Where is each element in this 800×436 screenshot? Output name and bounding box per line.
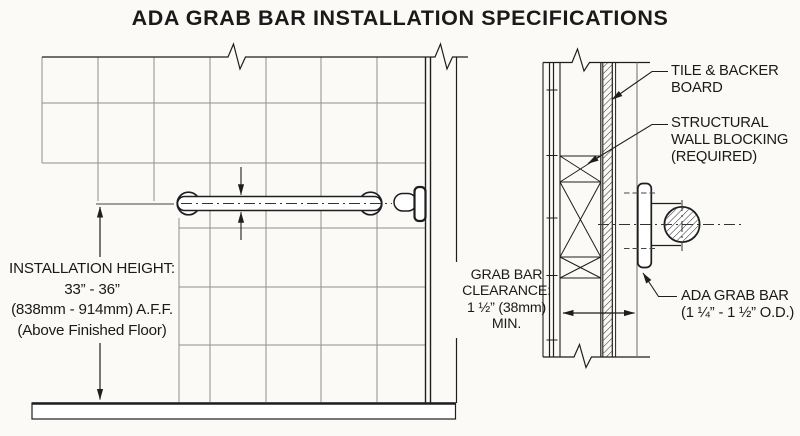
section-view bbox=[542, 47, 741, 370]
page-title: ADA GRAB BAR INSTALLATION SPECIFICATIONS bbox=[131, 6, 669, 30]
floor-slab bbox=[31, 402, 457, 420]
leader-grab-bar bbox=[642, 272, 677, 298]
clearance-label-line3: 1 ½” (38mm) bbox=[467, 299, 546, 316]
tile-label-line1: TILE & BACKER bbox=[671, 63, 779, 79]
grab-bar-clearance-label: GRAB BAR CLEARANCE: 1 ½” (38mm) MIN. bbox=[444, 267, 569, 333]
height-dimension bbox=[96, 203, 174, 400]
grab-bar-front bbox=[176, 191, 392, 216]
height-label-line2: 33” - 36” bbox=[64, 280, 120, 298]
grabbar-label-line1: ADA GRAB BAR bbox=[681, 288, 789, 304]
clearance-label-line1: GRAB BAR bbox=[470, 267, 543, 283]
flange-plate bbox=[636, 182, 653, 269]
elevation-view bbox=[31, 42, 468, 420]
leader-lines bbox=[587, 70, 677, 298]
height-label-line1: INSTALLATION HEIGHT: bbox=[9, 260, 175, 277]
wall-blocking-label: STRUCTURAL WALL BLOCKING (REQUIRED) bbox=[671, 115, 788, 166]
tile-grid bbox=[41, 57, 425, 402]
wall-top-edge-with-breaks bbox=[42, 42, 468, 71]
blocking-label-line3: (REQUIRED) bbox=[671, 149, 757, 165]
grab-bar-side-flange bbox=[413, 185, 427, 223]
leader-tile-backer bbox=[611, 70, 668, 100]
grab-bar-side bbox=[393, 185, 427, 223]
side-wall-edge bbox=[424, 57, 458, 403]
board-joint-ticks bbox=[546, 89, 558, 341]
section-top-edge bbox=[543, 47, 650, 73]
grab-bar-side-tube bbox=[393, 192, 418, 212]
ada-grab-bar-label: ADA GRAB BAR (1 ¼” - 1 ½” O.D.) bbox=[681, 288, 794, 322]
tile-label-line2: BOARD bbox=[671, 80, 723, 96]
clearance-label-line2: CLEARANCE: bbox=[462, 283, 551, 300]
blocking-label-line1: STRUCTURAL bbox=[671, 115, 769, 131]
blocking-label-line2: WALL BLOCKING bbox=[671, 132, 789, 148]
section-bottom-edge bbox=[543, 342, 650, 370]
tile-backer-hatch bbox=[603, 62, 612, 357]
wall-layers bbox=[542, 62, 638, 357]
grabbar-label-line2: (1 ¼” - 1 ½” O.D.) bbox=[681, 305, 795, 321]
installation-height-label: INSTALLATION HEIGHT: 33” - 36” (838mm - … bbox=[6, 259, 178, 342]
blocking-x-bracing bbox=[559, 155, 602, 279]
grab-bar-section bbox=[598, 182, 741, 269]
clearance-label-line4: MIN. bbox=[491, 316, 522, 333]
height-label-line3: (838mm - 914mm) A.F.F. bbox=[11, 301, 173, 319]
grab-bar-tube bbox=[176, 195, 383, 212]
leader-blocking bbox=[587, 123, 668, 164]
height-label-line4: (Above Finished Floor) bbox=[17, 322, 167, 340]
tile-backer-board-label: TILE & BACKER BOARD bbox=[671, 63, 779, 97]
